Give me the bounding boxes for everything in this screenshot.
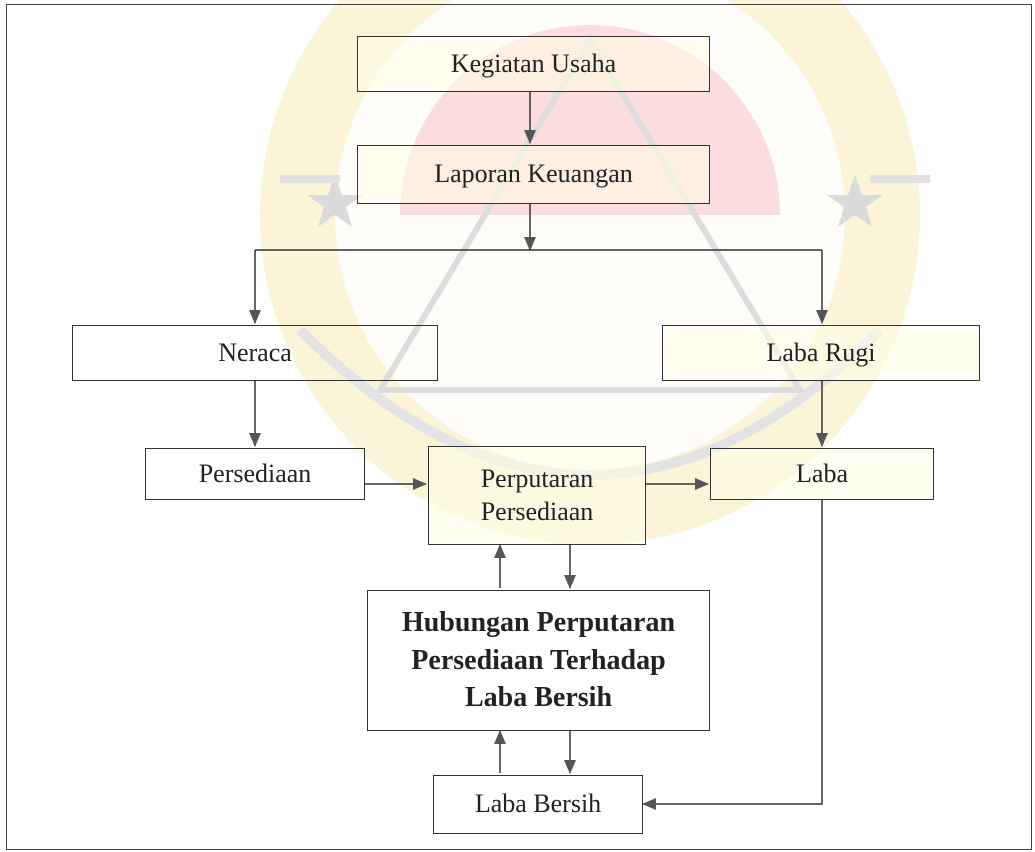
node-persediaan: Persediaan <box>145 448 365 500</box>
node-laporan-keuangan: Laporan Keuangan <box>357 145 710 204</box>
node-neraca-label: Neraca <box>218 337 292 367</box>
node-laba-rugi-label: Laba Rugi <box>766 337 876 367</box>
node-laba-rugi: Laba Rugi <box>662 325 980 381</box>
node-kegiatan-usaha-label: Kegiatan Usaha <box>450 48 617 78</box>
figure-frame <box>6 4 1032 850</box>
node-laporan-keuangan-label: Laporan Keuangan <box>434 159 633 189</box>
node-hubungan-line3: Laba Bersih <box>464 682 613 714</box>
node-hubungan-line1: Hubungan Perputaran <box>401 606 676 638</box>
node-laba-bersih-label: Laba Bersih <box>474 789 602 819</box>
arrow-laba-to-lababersih <box>642 500 823 810</box>
node-laba-bersih: Laba Bersih <box>433 775 643 834</box>
node-perputaran-line1: Perputaran <box>480 464 594 493</box>
node-kegiatan-usaha: Kegiatan Usaha <box>357 36 710 92</box>
node-laba: Laba <box>710 448 934 500</box>
node-neraca: Neraca <box>72 325 438 381</box>
node-hubungan-line2: Persediaan Terhadap <box>411 644 666 676</box>
node-perputaran-persediaan: Perputaran Persediaan <box>428 446 646 545</box>
node-persediaan-label: Persediaan <box>198 458 312 488</box>
node-perputaran-line2: Persediaan <box>480 496 594 526</box>
node-laba-label: Laba <box>796 458 848 488</box>
node-hubungan: Hubungan Perputaran Persediaan Terhadap … <box>367 590 710 731</box>
